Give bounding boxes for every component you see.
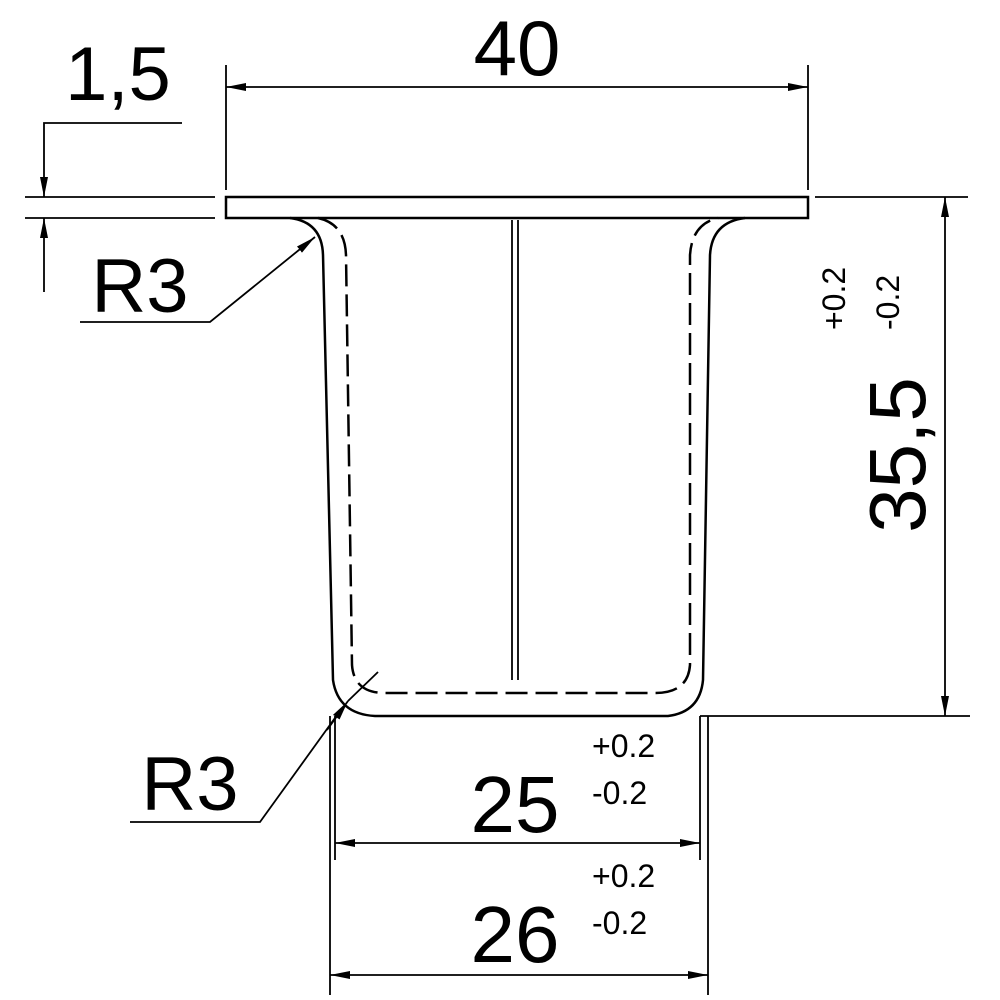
dim-26-tol-upper: +0.2 bbox=[592, 858, 655, 894]
dim-35-5-label: 35,5 bbox=[853, 377, 942, 533]
dimension-25: 25 +0.2 -0.2 bbox=[334, 716, 701, 860]
outer-wall bbox=[289, 216, 746, 718]
dim-35-5-tol-lower: -0.2 bbox=[870, 275, 906, 330]
dim-26-label: 26 bbox=[471, 890, 560, 979]
radius-top: R3 bbox=[80, 236, 316, 329]
dimension-1-5: 1,5 bbox=[25, 32, 215, 292]
part-outline bbox=[224, 195, 810, 718]
dim-25-label: 25 bbox=[471, 760, 560, 849]
dim-1-5-label: 1,5 bbox=[65, 32, 171, 117]
radius-bottom: R3 bbox=[130, 671, 379, 827]
dimension-35-5: 35,5 +0.2 -0.2 bbox=[700, 196, 970, 717]
dim-35-5-tol-upper: +0.2 bbox=[816, 267, 852, 330]
radius-bottom-label: R3 bbox=[141, 742, 238, 827]
dim-26-tol-lower: -0.2 bbox=[592, 905, 647, 941]
dimension-26: 26 +0.2 -0.2 bbox=[329, 716, 709, 995]
radius-top-label: R3 bbox=[91, 244, 188, 329]
dim-25-tol-upper: +0.2 bbox=[592, 728, 655, 764]
dim-40-label: 40 bbox=[474, 4, 561, 92]
dimension-40: 40 bbox=[225, 4, 809, 190]
inner-wall-hidden bbox=[317, 216, 719, 695]
flange bbox=[224, 195, 810, 220]
dim-25-tol-lower: -0.2 bbox=[592, 775, 647, 811]
